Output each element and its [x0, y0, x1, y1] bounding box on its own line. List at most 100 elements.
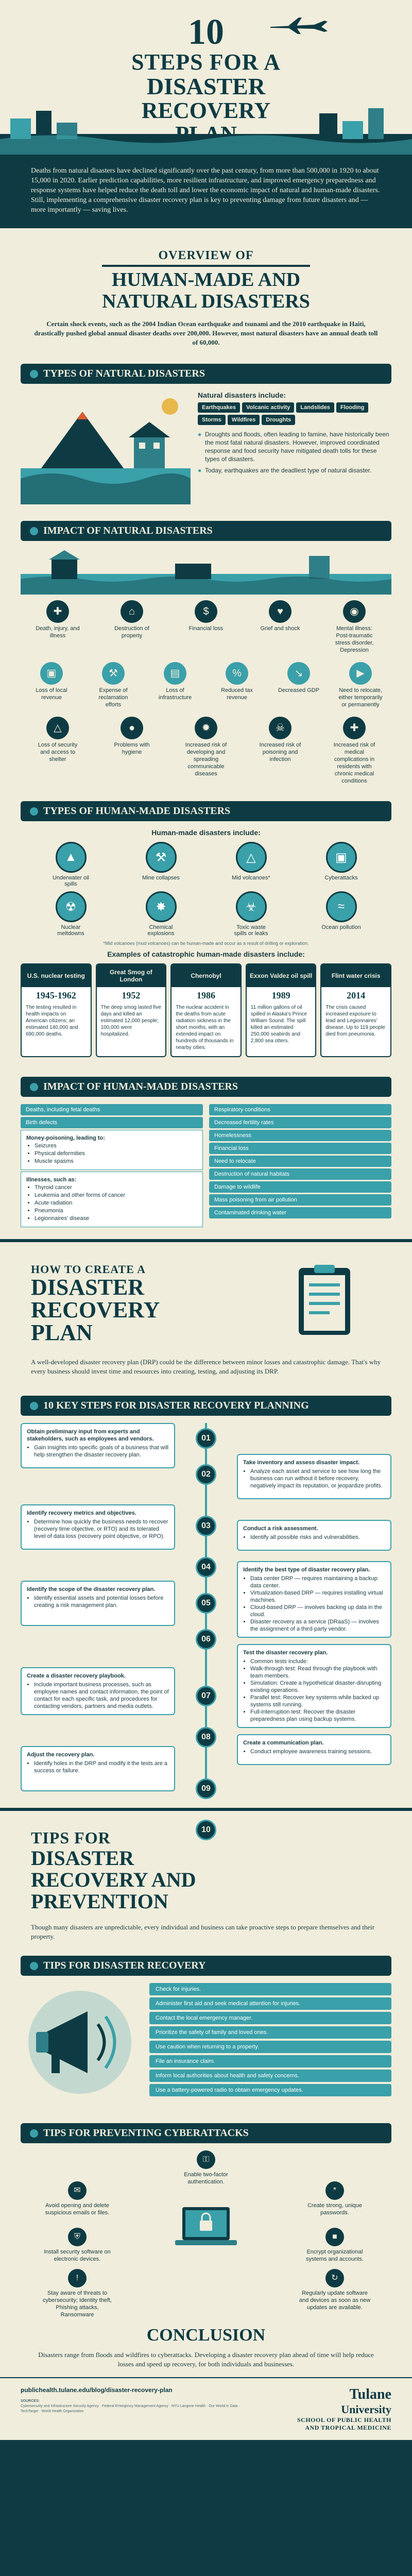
- truck-icon: ▶: [349, 662, 372, 685]
- how-title-2c: PLAN: [31, 1320, 93, 1345]
- step-number: 09: [196, 1778, 216, 1799]
- impact-box-head: Money-poisoning, leading to:: [26, 1135, 105, 1141]
- clipboard-plan-icon: [299, 1265, 350, 1335]
- impact-item: ▣Loss of local revenue: [29, 662, 74, 708]
- natural-note: Droughts and floods, often leading to fa…: [198, 430, 391, 463]
- human-impact-bar: IMPACT OF HUMAN-MADE DISASTERS: [21, 1077, 391, 1097]
- step-sub: Include important business processes, su…: [34, 1681, 169, 1710]
- step-07: Create a disaster recovery playbook.Incl…: [21, 1667, 175, 1715]
- dr-tips-title: TIPS FOR DISASTER RECOVERY: [43, 1960, 206, 1971]
- impact-box-head: Illnesses, such as:: [26, 1177, 77, 1183]
- step-head: Identify the best type of disaster recov…: [243, 1567, 370, 1573]
- dr-tips-bar: TIPS FOR DISASTER RECOVERY: [21, 1956, 391, 1976]
- medical-icon: ✚: [343, 717, 366, 739]
- cyber-tip: ⛨Install security software on electronic…: [41, 2228, 113, 2263]
- cyber-tip: ⚿Enable two-factor authentication.: [170, 2150, 242, 2185]
- step-number: 10: [196, 1820, 216, 1840]
- pill-wildfires: Wildfires: [227, 415, 260, 425]
- tips-title-2b: RECOVERY AND: [31, 1868, 196, 1891]
- human-type: ✸Chemical explosions: [140, 891, 183, 937]
- step-sub: Parallel test: Recover key systems while…: [250, 1694, 385, 1708]
- bottom-band: [0, 2440, 412, 2452]
- hygiene-icon: ●: [121, 717, 143, 739]
- laptop-lock-icon: [175, 2207, 237, 2245]
- human-types-bar: TYPES OF HUMAN-MADE DISASTERS: [21, 801, 391, 821]
- event-year: 1945-1962: [36, 990, 76, 1001]
- step-02: Take inventory and assess disaster impac…: [237, 1454, 391, 1499]
- pill-flooding: Flooding: [336, 402, 369, 413]
- house-icon: ⌂: [121, 600, 143, 623]
- event-year: 1952: [122, 990, 141, 1001]
- cyber-tips-title: TIPS FOR PREVENTING CYBERATTACKS: [43, 2127, 249, 2139]
- tips-title-1: TIPS FOR: [31, 1828, 111, 1847]
- dr-tip: Prioritize the safety of family and love…: [149, 2026, 391, 2039]
- event-name: U.S. nuclear testing: [22, 964, 91, 987]
- how-title-2b: RECOVERY: [31, 1297, 160, 1323]
- cyber-tip-label: Stay aware of threats to cybersecurity; …: [43, 2290, 112, 2318]
- cyber-tips: ⚿Enable two-factor authentication. ✉Avoi…: [21, 2150, 391, 2318]
- natural-types: Natural disasters include: Earthquakes V…: [0, 391, 412, 510]
- impact-row: Deaths, including fetal deaths: [21, 1104, 203, 1115]
- poison-icon: ☠: [269, 717, 291, 739]
- school-name-2: AND TROPICAL MEDICINE: [305, 2424, 391, 2431]
- event-name: Great Smog of London: [96, 964, 166, 987]
- bullet-icon: [30, 1401, 38, 1410]
- human-type: ⚒Mine collapses: [140, 842, 183, 887]
- bullet-icon: [30, 1961, 38, 1970]
- impact-label: Decreased GDP: [278, 687, 320, 693]
- human-type-label: Ocean pollution: [321, 924, 361, 930]
- impact-item: % Reduced tax revenue: [214, 662, 260, 708]
- impact-label: Increased risk of developing and spreadi…: [185, 742, 227, 777]
- examples-head: Examples of catastrophic human-made disa…: [107, 950, 305, 958]
- impact-row: Homelessness: [209, 1130, 391, 1141]
- brand-name: Tulane: [349, 2386, 391, 2402]
- tips-body: Though many disasters are unpredictable,…: [31, 1923, 375, 1940]
- human-impact: Deaths, including fetal deaths Birth def…: [0, 1104, 412, 1239]
- password-icon: *: [325, 2181, 344, 2200]
- step-head: Identify the scope of the disaster recov…: [27, 1586, 156, 1592]
- impact-label: Reduced tax revenue: [221, 687, 253, 701]
- step-sub: Gain insights into specific goals of a b…: [34, 1444, 169, 1459]
- human-types-row-2: ☢Nuclear meltdowns ✸Chemical explosions …: [0, 891, 412, 937]
- step-10: Create a communication plan.Conduct empl…: [237, 1734, 391, 1765]
- step-sub: Conduct employee awareness training sess…: [250, 1748, 385, 1755]
- steps-title: 10 KEY STEPS FOR DISASTER RECOVERY PLANN…: [43, 1400, 309, 1411]
- step-number: 04: [196, 1557, 216, 1578]
- step-06: Identify the best type of disaster recov…: [237, 1561, 391, 1638]
- hero-skyline-illustration: [0, 108, 412, 155]
- tools-icon: ⚒: [102, 662, 125, 685]
- conclusion-title: CONCLUSION: [146, 2326, 266, 2345]
- impact-box-item: Pneumonia: [35, 1207, 197, 1215]
- pill-landslides: Landslides: [296, 402, 334, 413]
- human-type: ≈Ocean pollution: [320, 891, 363, 937]
- natural-types-info: Natural disasters include: Earthquakes V…: [198, 391, 391, 504]
- step-sub: Virtualization-based DRP — requires inst…: [250, 1589, 385, 1604]
- cyberattack-icon: ▣: [325, 842, 357, 873]
- impact-label: Loss of security and access to shelter: [38, 742, 78, 762]
- hero-line-1: STEPS FOR A: [131, 49, 281, 75]
- human-type-label: Cyberattacks: [324, 875, 358, 881]
- natural-types-bar: TYPES OF NATURAL DISASTERS: [21, 364, 391, 384]
- blog-url-link[interactable]: publichealth.tulane.edu/blog/disaster-re…: [21, 2386, 173, 2394]
- human-type: ☢Nuclear meltdowns: [49, 891, 93, 937]
- tax-icon: %: [226, 662, 248, 685]
- impact-item: ✹Increased risk of developing and spread…: [183, 717, 229, 785]
- impact-item: ◉Mental illness: Post-traumatic stress d…: [332, 600, 377, 654]
- cyber-tip: *Create strong, unique passwords.: [299, 2181, 371, 2216]
- human-type: ▲Underwater oil spills: [49, 842, 93, 887]
- impact-item: ♥Grief and shock: [258, 600, 303, 654]
- bridge-icon: ▤: [164, 662, 186, 685]
- tulane-logo: Tulane University SCHOOL OF PUBLIC HEALT…: [297, 2386, 391, 2432]
- impact-row: Mass poisoning from air pollution: [209, 1194, 391, 1206]
- step-sub: Data center DRP — requires maintaining a…: [250, 1575, 385, 1589]
- impact-box-item: Acute radiation: [35, 1199, 197, 1207]
- step-head: Adjust the recovery plan.: [27, 1752, 95, 1758]
- impact-row: Respiratory conditions: [209, 1104, 391, 1115]
- step-sub: Common tests include:: [250, 1658, 385, 1665]
- impact-label: Increased risk of medical complications …: [333, 742, 375, 784]
- store-icon: ▣: [40, 662, 63, 685]
